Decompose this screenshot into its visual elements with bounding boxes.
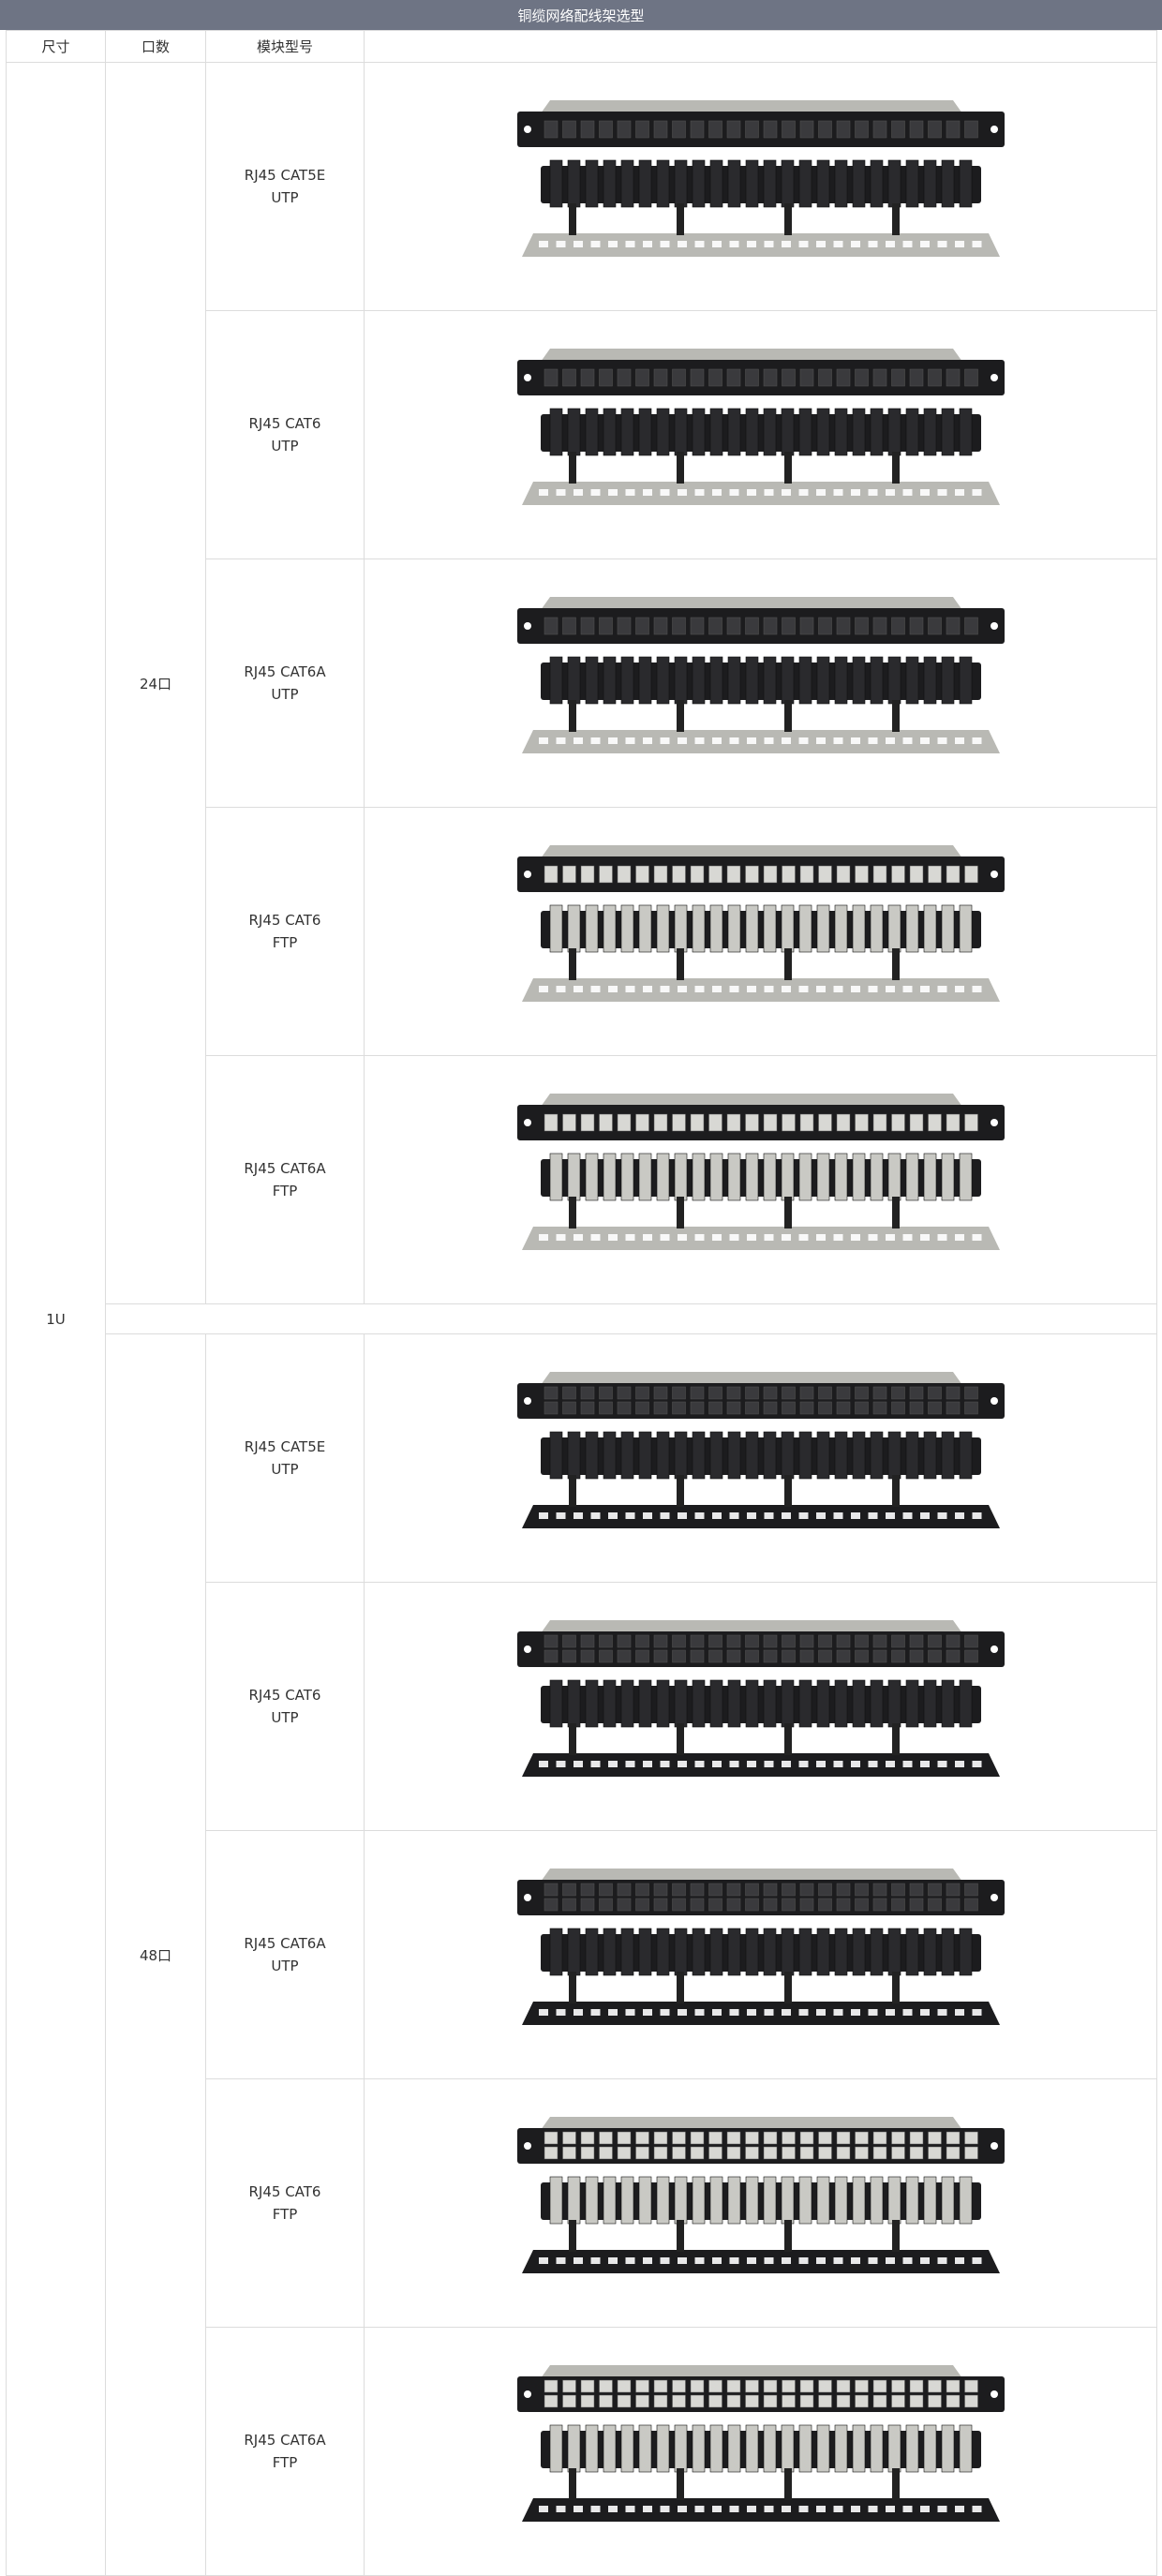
patch-panel-illustration bbox=[516, 597, 1005, 753]
model-line1: RJ45 CAT6 bbox=[248, 415, 321, 432]
model-line1: RJ45 CAT6 bbox=[248, 912, 321, 929]
model-line1: RJ45 CAT6A bbox=[244, 663, 326, 680]
table-row: RJ45 CAT6A FTP bbox=[7, 1055, 1157, 1304]
spec-table: 尺寸 口数 模块型号 1U 24口 RJ45 CAT5E UTP RJ45 CAT… bbox=[6, 30, 1157, 2576]
product-image bbox=[364, 2327, 1157, 2576]
model-cell: RJ45 CAT6A UTP bbox=[205, 558, 365, 808]
model-line1: RJ45 CAT6 bbox=[248, 1687, 321, 1704]
model-line2: FTP bbox=[272, 2454, 298, 2471]
product-image bbox=[364, 1333, 1157, 1583]
product-image bbox=[364, 558, 1157, 808]
model-line2: UTP bbox=[271, 1709, 299, 1726]
model-line2: UTP bbox=[271, 438, 299, 454]
model-line2: UTP bbox=[271, 1461, 299, 1478]
model-cell: RJ45 CAT5E UTP bbox=[205, 62, 365, 311]
model-line1: RJ45 CAT6A bbox=[244, 1160, 326, 1177]
model-line2: UTP bbox=[271, 686, 299, 703]
product-image bbox=[364, 1055, 1157, 1304]
patch-panel-illustration bbox=[516, 2365, 1005, 2522]
spacer-cell bbox=[105, 1303, 1157, 1334]
page-title: 铜缆网络配线架选型 bbox=[0, 0, 1162, 30]
patch-panel-illustration bbox=[516, 845, 1005, 1002]
model-line2: FTP bbox=[272, 934, 298, 951]
product-image bbox=[364, 1830, 1157, 2079]
model-cell: RJ45 CAT6A FTP bbox=[205, 2327, 365, 2576]
model-line2: FTP bbox=[272, 1183, 298, 1199]
header-row: 尺寸 口数 模块型号 bbox=[6, 30, 1157, 63]
table-row: RJ45 CAT6A UTP bbox=[7, 1830, 1157, 2079]
product-image bbox=[364, 310, 1157, 559]
product-image bbox=[364, 2078, 1157, 2328]
patch-panel-illustration bbox=[516, 2117, 1005, 2273]
model-cell: RJ45 CAT6A FTP bbox=[205, 1055, 365, 1304]
model-line1: RJ45 CAT6 bbox=[248, 2183, 321, 2200]
product-image bbox=[364, 62, 1157, 311]
model-line2: FTP bbox=[272, 2206, 298, 2223]
model-line1: RJ45 CAT5E bbox=[244, 167, 326, 184]
product-image bbox=[364, 807, 1157, 1056]
header-ports: 口数 bbox=[105, 30, 206, 63]
patch-panel-illustration bbox=[516, 349, 1005, 505]
table-row: RJ45 CAT6A UTP bbox=[7, 558, 1157, 808]
model-line2: UTP bbox=[271, 189, 299, 206]
model-line2: UTP bbox=[271, 1958, 299, 1974]
spacer-row bbox=[7, 1303, 1157, 1334]
header-size: 尺寸 bbox=[6, 30, 106, 63]
model-line1: RJ45 CAT6A bbox=[244, 2432, 326, 2449]
model-line1: RJ45 CAT5E bbox=[244, 1438, 326, 1455]
table-row: RJ45 CAT6A FTP bbox=[7, 2327, 1157, 2576]
patch-panel-illustration bbox=[516, 1869, 1005, 2025]
header-model: 模块型号 bbox=[205, 30, 365, 63]
table-row: 48口 RJ45 CAT5E UTP bbox=[7, 1333, 1157, 2576]
model-cell: RJ45 CAT5E UTP bbox=[205, 1333, 365, 1583]
patch-panel-illustration bbox=[516, 1620, 1005, 1777]
patch-panel-illustration bbox=[516, 1094, 1005, 1250]
model-cell: RJ45 CAT6A UTP bbox=[205, 1830, 365, 2079]
header-image bbox=[364, 30, 1157, 63]
product-image bbox=[364, 1582, 1157, 1831]
model-line1: RJ45 CAT6A bbox=[244, 1935, 326, 1952]
table-row: 1U 24口 RJ45 CAT5E UTP bbox=[6, 62, 1157, 2576]
ports-cell-48: 48口 bbox=[105, 1333, 206, 2576]
size-cell: 1U bbox=[6, 62, 106, 2576]
ports-cell-24: 24口 bbox=[105, 62, 206, 1304]
patch-panel-illustration bbox=[516, 100, 1005, 257]
patch-panel-illustration bbox=[516, 1372, 1005, 1528]
